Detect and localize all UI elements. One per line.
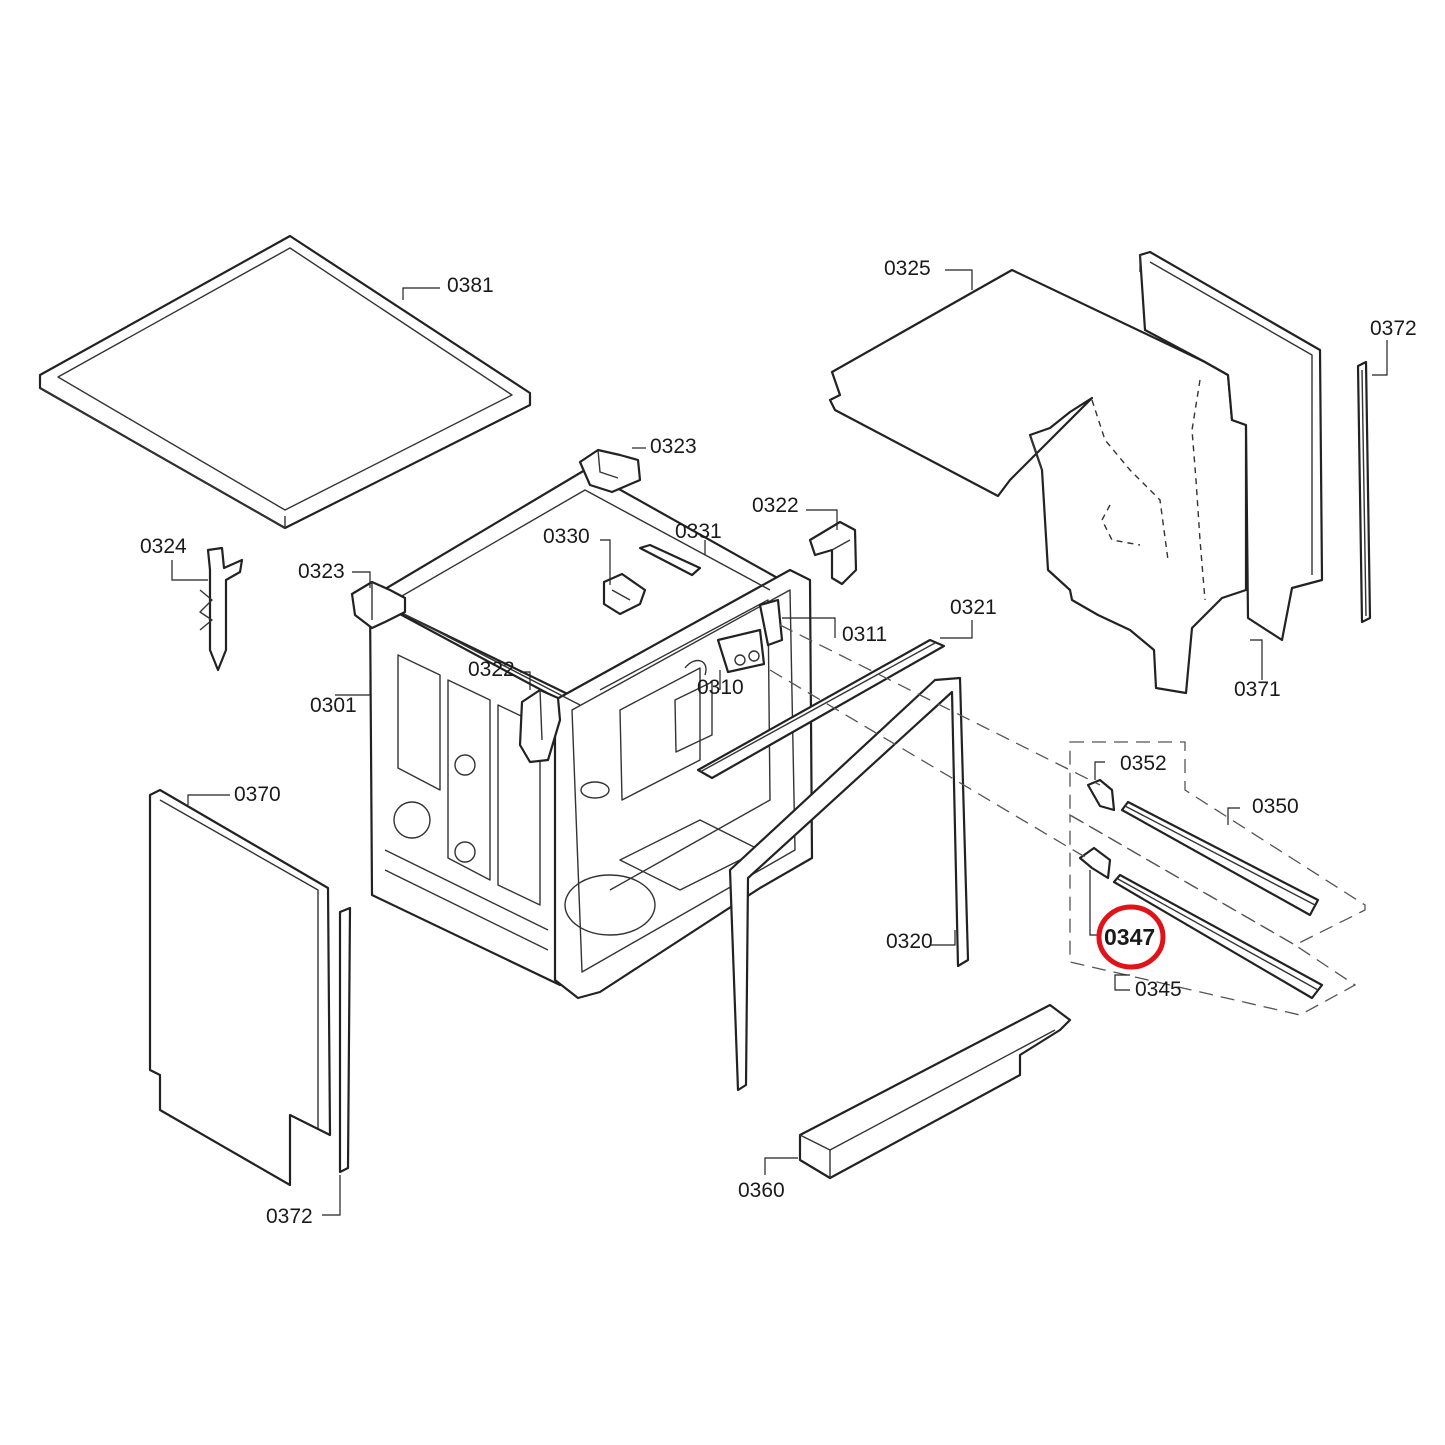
label-0350: 0350 — [1252, 795, 1299, 818]
part-side-panel-left — [148, 788, 332, 1187]
part-hinge — [716, 628, 766, 674]
label-0323-top: 0323 — [650, 435, 697, 458]
label-0331: 0331 — [675, 520, 722, 543]
part-spring-lever — [199, 546, 244, 672]
group-box-lower — [1069, 813, 1357, 1016]
label-0360: 0360 — [738, 1179, 785, 1202]
label-0371: 0371 — [1234, 678, 1281, 701]
highlight-circle — [1096, 904, 1166, 970]
label-0323-left: 0323 — [298, 560, 345, 583]
label-0324: 0324 — [140, 535, 187, 558]
part-top-cover — [38, 234, 532, 530]
part-hinge-bracket-mid — [518, 688, 562, 764]
part-top-seal — [696, 638, 946, 780]
label-0372-bottom: 0372 — [266, 1205, 313, 1228]
part-clip-lower — [1078, 846, 1112, 880]
part-guide-strip — [638, 543, 702, 577]
part-latch — [602, 572, 647, 616]
leader-lines — [171, 269, 1388, 1216]
label-0345: 0345 — [1135, 978, 1182, 1001]
label-0321: 0321 — [950, 596, 997, 619]
part-rail-lower — [1112, 873, 1324, 1000]
label-0310: 0310 — [697, 676, 744, 699]
part-door-seal — [728, 676, 970, 1092]
label-0311: 0311 — [842, 623, 887, 646]
part-corner-bracket-top — [578, 448, 642, 494]
label-0372-top: 0372 — [1370, 317, 1417, 340]
label-0330: 0330 — [543, 525, 590, 548]
part-corner-bracket-left — [350, 580, 407, 630]
label-0325: 0325 — [884, 257, 931, 280]
part-rail-upper — [1120, 800, 1320, 917]
guide-line-1 — [779, 624, 1101, 786]
part-clip-upper — [1086, 778, 1116, 812]
part-hinge-bracket-top — [808, 520, 858, 586]
part-kickplate — [798, 1003, 1072, 1180]
guide-line-2 — [769, 669, 1091, 861]
label-0322-mid: 0322 — [468, 658, 515, 681]
part-side-strip-left — [338, 906, 352, 1174]
part-side-strip-right — [1356, 360, 1372, 624]
group-box-upper — [1069, 741, 1366, 946]
label-0347: 0347 — [1104, 924, 1155, 950]
label-0381: 0381 — [447, 274, 494, 297]
part-side-panel-right — [1138, 250, 1324, 642]
part-hinge-arm — [758, 598, 784, 647]
label-0320: 0320 — [886, 930, 933, 953]
label-0352: 0352 — [1120, 752, 1167, 775]
label-0322-top: 0322 — [752, 494, 799, 517]
label-0370: 0370 — [234, 783, 281, 806]
label-0301: 0301 — [310, 694, 357, 717]
